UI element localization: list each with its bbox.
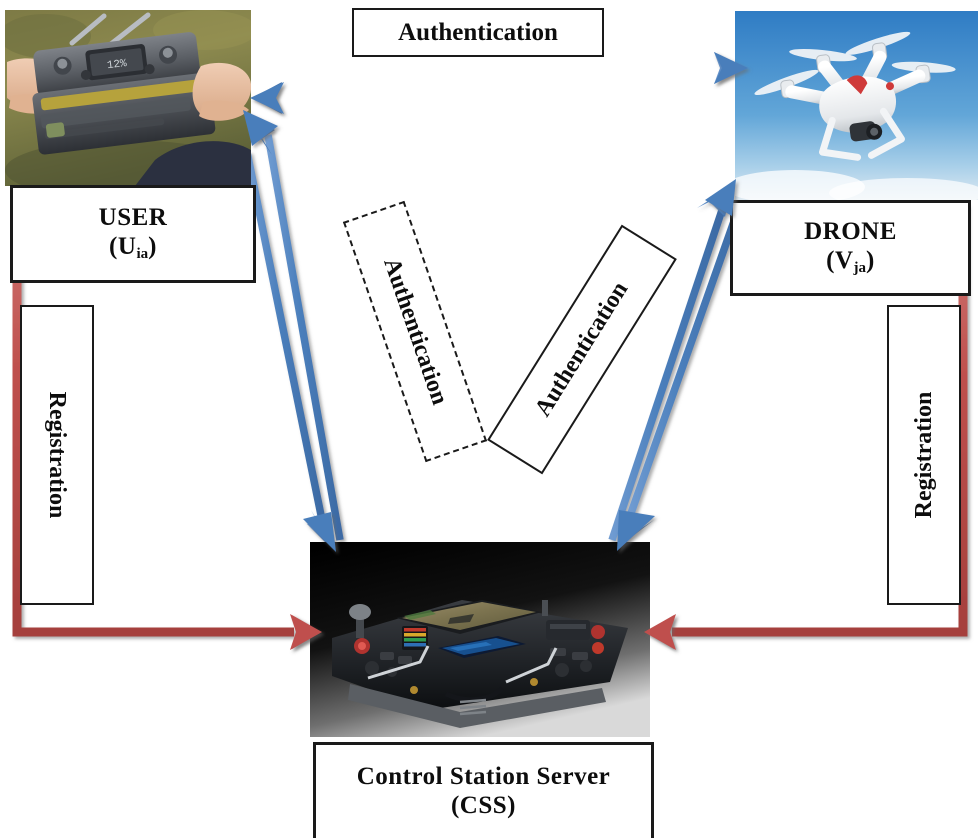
css-label-line1: Control Station Server (356, 762, 611, 790)
node-label-drone: DRONE (Vja) (730, 200, 971, 296)
node-label-user: USER (Uia) (10, 185, 256, 283)
node-label-control-station-server: Control Station Server (CSS) (313, 742, 654, 838)
edge-label-registration-user-css: Registration (20, 305, 94, 605)
drone-photo (735, 11, 978, 200)
edge-css-to-user-authentication (245, 113, 344, 541)
drone-label-line2: (Vja) (826, 247, 875, 277)
edge-user-to-css-authentication (243, 151, 332, 549)
css-label-line2: (CSS) (450, 791, 516, 819)
svg-text:12%: 12% (106, 58, 128, 72)
drone-label-line1: DRONE (804, 218, 897, 246)
edge-label-authentication-top: Authentication (352, 8, 604, 57)
edge-label-registration-drone-css: Registration (887, 305, 961, 605)
user-label-line2: (Uia) (109, 233, 157, 263)
control-station-server-photo (310, 542, 650, 737)
user-controller-photo: 12% (5, 10, 251, 186)
edge-drone-to-user-authentication (252, 82, 740, 114)
user-label-line1: USER (98, 204, 168, 232)
